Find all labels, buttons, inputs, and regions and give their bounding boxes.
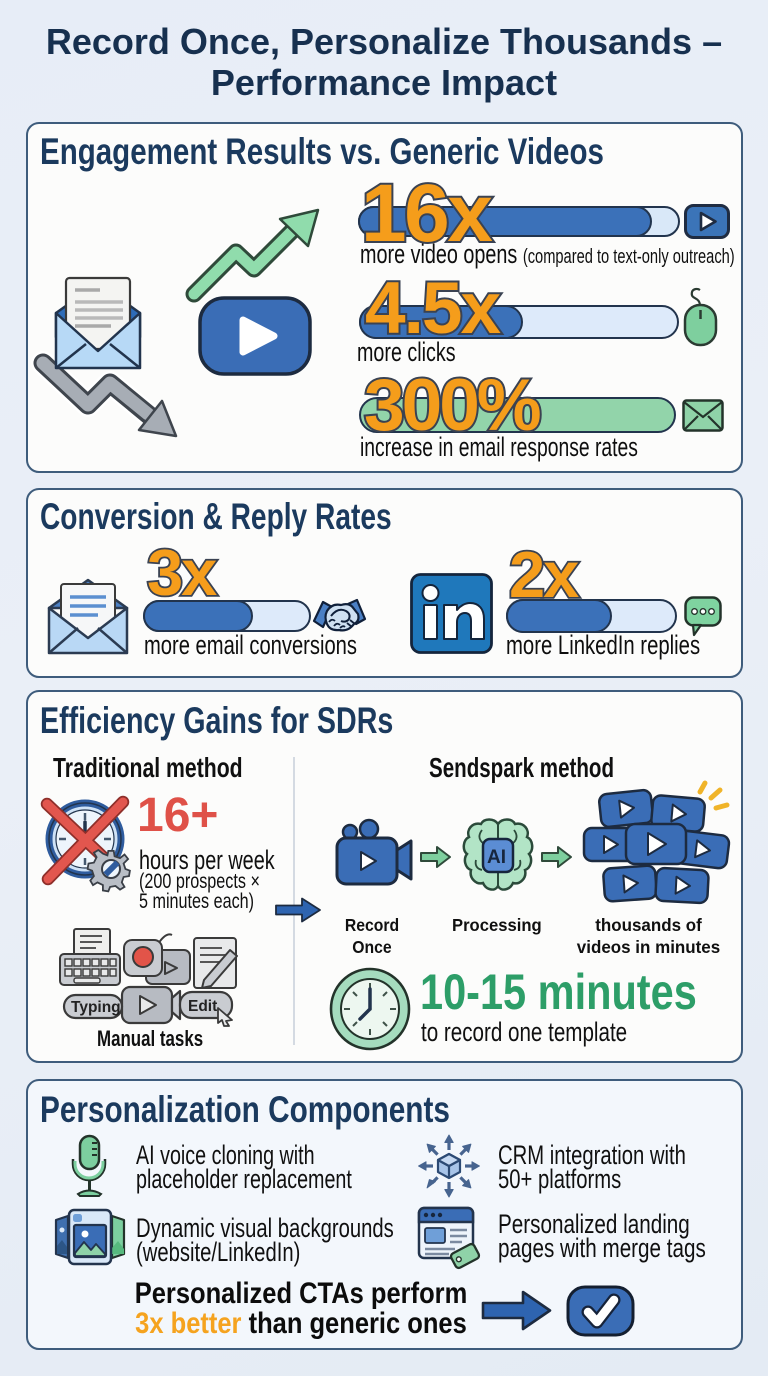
svg-text:AI: AI	[487, 847, 506, 868]
svg-text:Edit: Edit	[188, 998, 217, 1015]
svg-text:3x: 3x	[147, 536, 217, 609]
svg-text:4.5x: 4.5x	[365, 268, 501, 349]
svg-text:300%: 300%	[364, 365, 540, 446]
svg-text:Typing: Typing	[71, 999, 121, 1016]
svg-text:16x: 16x	[361, 168, 492, 259]
